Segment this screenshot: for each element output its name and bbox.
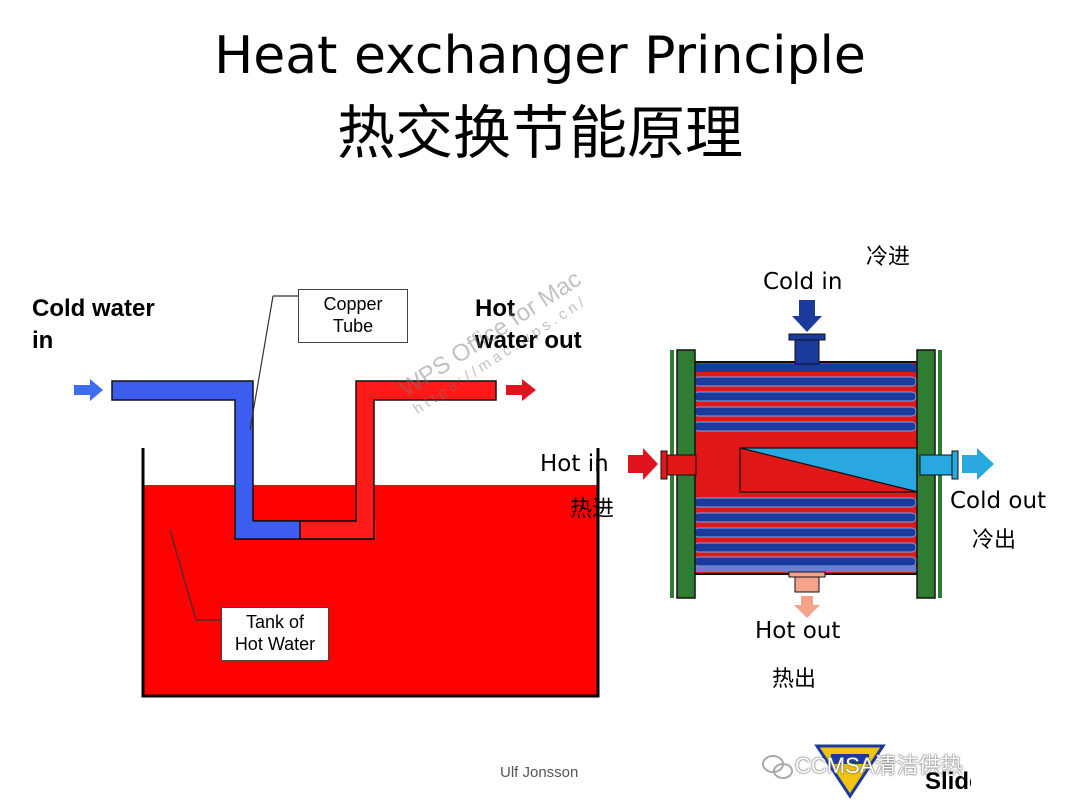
- cold-in-label: Cold in: [763, 269, 843, 295]
- copper-tube-label: Copper Tube: [298, 289, 408, 343]
- hot-in-label: Hot in: [540, 451, 609, 477]
- hot-in-zh-label: 热进: [570, 497, 615, 522]
- cold-out-arrow-icon: [962, 448, 994, 480]
- footer-brand: [762, 744, 886, 799]
- cold-in-arrow-icon: [792, 300, 822, 332]
- hot-out-arrow-icon: [794, 596, 820, 618]
- account-watermark: CCMSA清洁供热: [795, 753, 963, 778]
- hot-out-label: Hot out: [755, 618, 841, 644]
- tank-label: Tank of Hot Water: [221, 607, 329, 661]
- slide-corner-text: Slide: [925, 768, 971, 795]
- page-title: Heat exchanger Principle: [214, 26, 866, 86]
- page-subtitle: 热交换节能原理: [336, 99, 743, 167]
- hot-in-nozzle: [663, 454, 697, 476]
- hot-water-out-label: Hot water out: [475, 295, 582, 354]
- hot-out-zh-label: 热出: [772, 667, 817, 692]
- cold-in-nozzle: [794, 337, 820, 365]
- cold-water-in-label: Cold water in: [32, 295, 155, 354]
- hot-in-arrow-icon: [628, 448, 658, 480]
- wechat-icon: [762, 755, 793, 779]
- lower-tubes: [693, 497, 917, 567]
- tank-walls: [141, 448, 600, 698]
- author-footer: Ulf Jonsson: [500, 764, 579, 781]
- hot-out-arrow-icon: [506, 379, 536, 401]
- cold-out-label: Cold out: [950, 488, 1047, 514]
- cold-in-arrow-icon: [74, 379, 103, 401]
- cold-out-nozzle: [919, 454, 955, 476]
- cold-out-zh-label: 冷出: [972, 528, 1017, 553]
- tank-leader: [169, 529, 221, 621]
- cold-in-zh-label: 冷进: [866, 245, 911, 270]
